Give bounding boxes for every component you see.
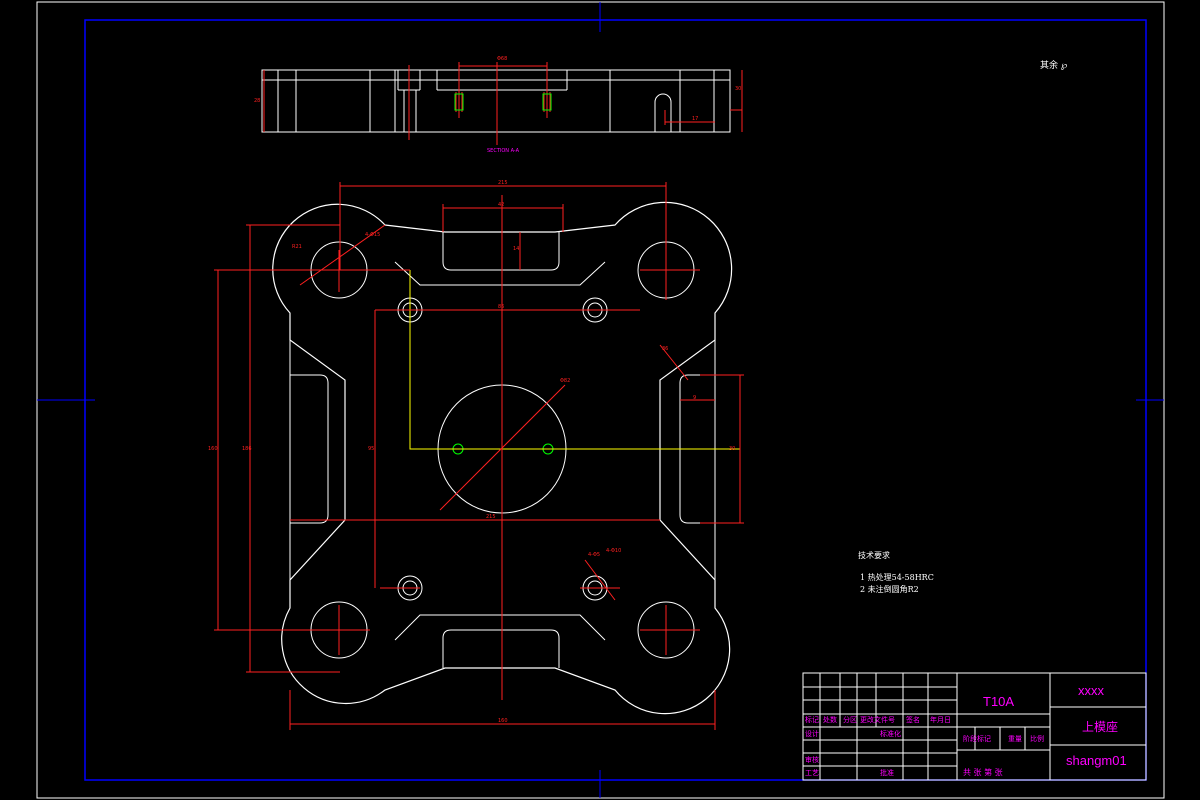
dim-slot-depth: 14 bbox=[513, 246, 520, 252]
dim-left-outer: 160 bbox=[208, 446, 218, 452]
tech-req-heading: 技术要求 bbox=[858, 551, 890, 560]
company-label: xxxx bbox=[1078, 683, 1104, 698]
header-date: 年月日 bbox=[930, 716, 951, 724]
sheet-border bbox=[36, 1, 1165, 799]
header-signature: 签名 bbox=[906, 716, 920, 724]
drawing-frame bbox=[84, 19, 1147, 781]
dim-side-left: 28 bbox=[254, 98, 261, 104]
dim-dia-tl: 4-Φ15 bbox=[365, 232, 381, 238]
frame-center-marks bbox=[37, 2, 1164, 798]
dim-side-slot: 17 bbox=[692, 116, 699, 122]
dim-left-inner: 95 bbox=[368, 446, 375, 452]
section-label: SECTION A-A bbox=[487, 148, 520, 154]
standardization-label: 标准化 bbox=[880, 730, 901, 738]
header-change-doc: 更改文件号 bbox=[860, 716, 895, 724]
dim-bottom-inner: 215 bbox=[486, 514, 496, 520]
dim-side-top: Φ68 bbox=[497, 56, 508, 62]
dim-slot-width: 42 bbox=[498, 202, 505, 208]
dim-side-right: 30 bbox=[735, 86, 742, 92]
dim-hole-spacing: 86 bbox=[498, 304, 505, 310]
roughness-note: 其余 ℘ bbox=[1040, 61, 1068, 71]
part-name-label: 上模座 bbox=[1082, 720, 1119, 734]
dim-hole-note1: 4-Φ5 bbox=[588, 552, 601, 558]
process-label: 工艺 bbox=[805, 769, 819, 777]
dim-right-angle: 36 bbox=[662, 346, 669, 352]
scale-label: 比例 bbox=[1030, 735, 1044, 743]
dim-hole-note2: 4-Φ10 bbox=[606, 548, 622, 554]
header-count: 处数 bbox=[823, 716, 837, 724]
plan-view bbox=[214, 182, 744, 730]
design-label: 设计 bbox=[805, 730, 819, 738]
dim-bottom-overall: 160 bbox=[498, 718, 508, 724]
dim-center-dia: Φ82 bbox=[560, 378, 571, 384]
header-mark: 标记 bbox=[805, 716, 819, 724]
tech-req-item-2: 2 未注倒圆角R2 bbox=[860, 585, 919, 594]
dim-left-mid: 186 bbox=[242, 446, 252, 452]
dim-right-side: 30 bbox=[729, 446, 736, 452]
section-outline bbox=[261, 69, 731, 133]
stage-mark-label: 阶段标记 bbox=[963, 735, 991, 743]
dim-overall-top: 215 bbox=[498, 180, 508, 186]
title-block-grid bbox=[802, 672, 1147, 781]
sheets-label: 共 张 第 张 bbox=[963, 768, 1003, 777]
section-view bbox=[261, 62, 743, 145]
dim-right-slot: 9 bbox=[693, 395, 697, 401]
tech-req-item-1: 1 热处理54-58HRC bbox=[860, 573, 934, 582]
approve-label: 批准 bbox=[880, 769, 894, 777]
weight-label: 重量 bbox=[1008, 735, 1022, 743]
dim-radius-tl: R21 bbox=[292, 244, 302, 250]
header-zone: 分区 bbox=[843, 716, 857, 724]
check-label: 审核 bbox=[805, 756, 819, 764]
drawing-number-label: shangm01 bbox=[1066, 753, 1127, 768]
material-label: T10A bbox=[983, 694, 1015, 709]
